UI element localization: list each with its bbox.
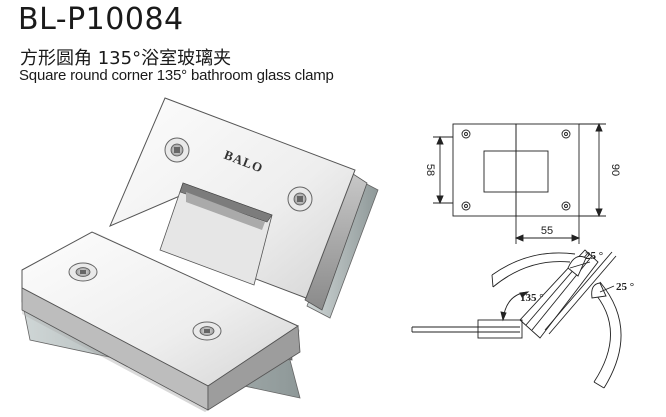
hole-icon: [561, 201, 571, 211]
product-title-english: Square round corner 135° bathroom glass …: [19, 67, 334, 84]
height-90-label: 90: [609, 164, 621, 176]
front-view-drawing: [433, 122, 606, 244]
hole-icon: [561, 129, 571, 139]
angle-135-label: 135 °: [520, 292, 544, 304]
angle-25-lower-label: 25 °: [616, 281, 634, 293]
height-58-label: 58: [424, 164, 436, 176]
left-plate-outline: [452, 123, 517, 217]
hole-icon: [461, 201, 471, 211]
model-number: BL-P10084: [18, 2, 184, 37]
width-55-label: 55: [541, 225, 553, 237]
hinge-product: BALO: [21, 97, 379, 412]
right-plate-outline: [515, 123, 580, 217]
hole-icon: [461, 129, 471, 139]
angle-view-drawing: [411, 249, 622, 389]
product-title-chinese: 方形圆角 135°浴室玻璃夹: [20, 48, 232, 69]
angle-25-upper-label: 25 °: [585, 250, 603, 262]
